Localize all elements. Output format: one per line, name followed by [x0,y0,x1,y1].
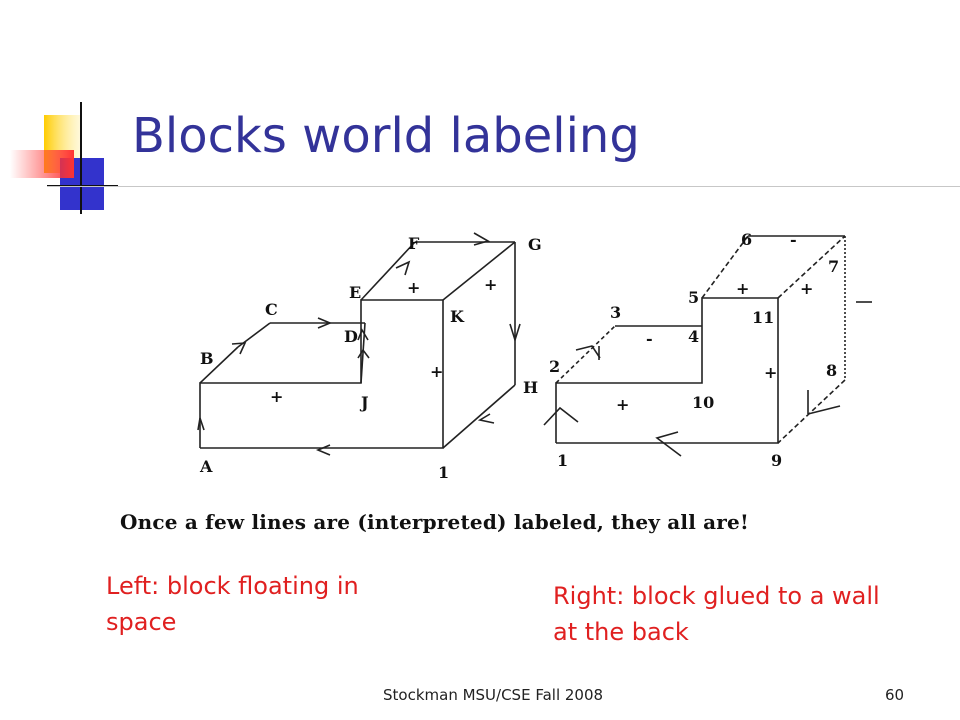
left-block-drawing [197,232,521,456]
left-label-D: D [344,327,358,346]
title-rule [47,186,960,187]
left-label-E: E [349,283,361,302]
left-label-B: B [200,349,214,368]
figure-labels: A B C D E F G K J 1 6 - 7 5 + + 3 - 4 11… [199,230,839,482]
right-block-drawing [543,235,872,457]
left-mark-plus-right: + [430,362,443,381]
left-mark-plus-front: + [270,387,283,406]
right-label-9: 9 [771,451,782,470]
right-label-3: 3 [610,303,621,322]
right-label-plus-a: + [736,279,749,298]
right-label-plus-d: + [764,363,777,382]
right-label-4: 4 [688,327,699,346]
left-label-C: C [265,300,278,319]
right-label-11: 11 [752,308,774,327]
page-number: 60 [885,686,905,704]
note-left: Left: block floating in space [106,572,359,636]
right-label-H: H [523,378,538,397]
note-right: Right: block glued to a wall at the back [553,582,880,646]
right-label-2: 2 [549,357,560,376]
left-label-A: A [199,457,213,476]
right-label-5: 5 [688,288,699,307]
left-label-G: G [528,235,542,254]
left-label-1: 1 [438,463,449,482]
right-label-plus-c: + [616,395,629,414]
right-label-10: 10 [692,393,714,412]
figure-caption: Once a few lines are (interpreted) label… [120,510,749,534]
left-label-F: F [408,234,420,253]
right-label-minus-mid: - [646,329,653,348]
slide-title: Blocks world labeling [132,108,640,164]
left-label-J: J [359,393,369,412]
right-label-plus-b: + [800,279,813,298]
right-label-1: 1 [557,451,568,470]
right-label-8: 8 [826,361,837,380]
right-label-6: 6 [741,230,752,249]
logo-red-bar [10,150,74,178]
right-label-7: 7 [828,257,839,276]
right-label-minus-top: - [790,230,797,249]
left-label-K: K [450,307,465,326]
left-mark-plus-side: + [484,275,497,294]
left-mark-plus-top: + [407,278,420,297]
footer-text: Stockman MSU/CSE Fall 2008 [383,686,604,704]
